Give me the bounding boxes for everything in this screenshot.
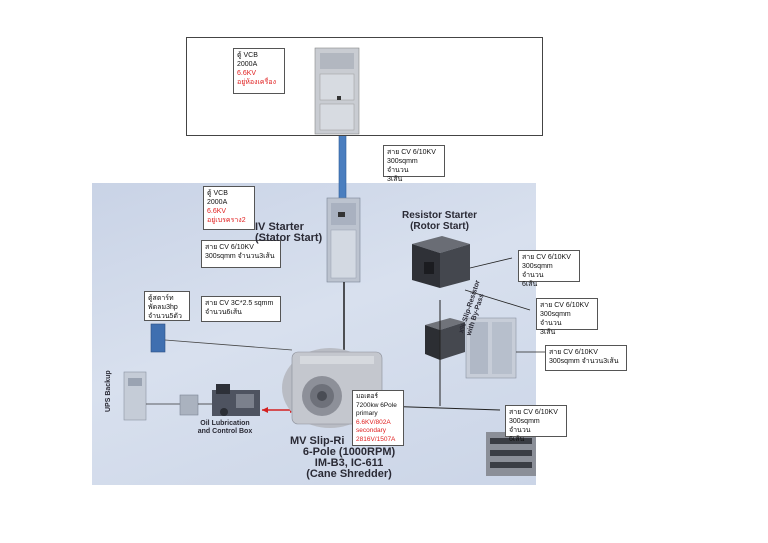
top-vcb-callout: ตู้ VCB 2000A 6.6KV อยู่ห้องเครื่อง — [233, 48, 285, 94]
resistor-cable-2-line2: 300sqmm จำนวน — [540, 311, 571, 327]
mv-starter-label-2: (Stator Start) — [255, 232, 323, 244]
stator-cable-line1: สาย CV 6/10KV — [205, 244, 254, 251]
resistor-starter-label: Resistor Starter (Rotor Start) — [402, 210, 477, 232]
bottom-right-equipment-shape — [486, 432, 536, 476]
motor-spec: 7200kw 6Pole — [356, 401, 397, 409]
top-vcb-rating: 2000A — [237, 61, 258, 68]
lower-vcb-rating: 2000A — [207, 199, 228, 206]
oil-unit-label-2: and Control Box — [197, 428, 253, 435]
ups-cabinet-shape — [123, 371, 147, 421]
oil-unit-label-1: Oil Lubrication — [200, 420, 250, 427]
mv-starter-label-1: IV Starter — [255, 221, 304, 233]
motor-label: MV Slip-Ri 6-Pole (1000RPM) IM-B3, IC-61… — [280, 436, 418, 480]
control-cabinet-callout: ตู้สตาร์ท พัดลม3hp จำนวน5ตัว — [144, 291, 190, 321]
resistor-starter-label-2: (Rotor Start) — [410, 221, 469, 232]
lower-vcb-title: ตู้ VCB — [207, 190, 228, 197]
ups-label: UPS Backup — [105, 370, 112, 412]
control-cabinet-line3: จำนวน5ตัว — [148, 313, 182, 320]
stator-cable-line2: 300sqmm จำนวน3เส้น — [205, 253, 275, 260]
lower-vcb-location: อยู่เบรคราง2 — [207, 217, 246, 224]
top-vcb-location: อยู่ห้องเครื่อง — [237, 79, 276, 86]
junction-box-shape — [179, 394, 199, 416]
motor-label-2: 6-Pole (1000RPM) — [302, 446, 396, 458]
motor-title: มอเตอร์ — [356, 393, 379, 400]
oil-unit-label: Oil Lubrication and Control Box — [190, 420, 260, 436]
main-cable-line3: 3เส้น — [387, 176, 403, 183]
bypass-cable-line2: 300sqmm จำนวน3เส้น — [549, 358, 619, 365]
motor-spec-callout: มอเตอร์ 7200kw 6Pole primary 6.6KV/802A … — [352, 390, 404, 446]
control-cabinet-line2: พัดลม3hp — [148, 304, 178, 311]
motor-label-4: (Cane Shredder) — [306, 468, 392, 480]
motor-cable-callout: สาย CV 6/10KV 300sqmm จำนวน 6เส้น — [505, 405, 567, 443]
mv-starter-label: IV Starter (Stator Start) — [255, 222, 322, 244]
main-cable-callout: สาย CV 6/10KV 300sqmm จำนวน 3เส้น — [383, 145, 445, 183]
main-cable-line1: สาย CV 6/10KV — [387, 149, 436, 156]
resistor-cable-1-line3: 6เส้น — [522, 281, 538, 288]
resistor-cable-1-line1: สาย CV 6/10KV — [522, 254, 571, 261]
control-cable-line1: สาย CV 3C*2.5 sqmm — [205, 300, 274, 307]
control-cabinet-shape — [150, 323, 166, 353]
resistor-cable-1-callout: สาย CV 6/10KV 300sqmm จำนวน 6เส้น — [518, 250, 580, 288]
motor-cable-line2: 300sqmm จำนวน — [509, 418, 540, 434]
top-vcb-title: ตู้ VCB — [237, 52, 258, 59]
motor-primary-label: primary — [356, 410, 378, 417]
motor-secondary-label: secondary — [356, 427, 386, 434]
motor-label-3: IM-B3, IC-611 — [314, 457, 384, 469]
lower-vcb-callout: ตู้ VCB 2000A 6.6KV อยู่เบรคราง2 — [203, 186, 255, 230]
oil-unit-shape — [212, 384, 260, 416]
control-cable-line2: จำนวน6เส้น — [205, 309, 242, 316]
resistor-starter-shape — [412, 236, 470, 288]
motor-primary-value: 6.6KV/802A — [356, 418, 391, 426]
bypass-cable-callout: สาย CV 6/10KV 300sqmm จำนวน3เส้น — [545, 345, 627, 371]
slip-resistor-shape — [425, 317, 517, 379]
motor-secondary-value: 2816V/1507A — [356, 435, 396, 443]
resistor-cable-2-line3: 3เส้น — [540, 329, 556, 336]
stator-cable-callout: สาย CV 6/10KV 300sqmm จำนวน3เส้น — [201, 240, 281, 268]
motor-label-1: MV Slip-Ri — [290, 435, 345, 447]
control-cable-callout: สาย CV 3C*2.5 sqmm จำนวน6เส้น — [201, 296, 281, 322]
bypass-cable-line1: สาย CV 6/10KV — [549, 349, 598, 356]
motor-cable-line3: 6เส้น — [509, 436, 525, 443]
main-cable-line2: 300sqmm จำนวน — [387, 158, 418, 174]
stator-cabinet-shape — [326, 197, 361, 283]
resistor-starter-label-1: Resistor Starter — [402, 210, 478, 221]
motor-cable-line1: สาย CV 6/10KV — [509, 409, 558, 416]
resistor-cable-2-line1: สาย CV 6/10KV — [540, 302, 589, 309]
lower-vcb-voltage: 6.6KV — [207, 208, 227, 215]
control-cabinet-line1: ตู้สตาร์ท — [148, 295, 174, 302]
resistor-cable-2-callout: สาย CV 6/10KV 300sqmm จำนวน 3เส้น — [536, 298, 598, 336]
top-vcb-voltage: 6.6KV — [237, 70, 257, 77]
resistor-cable-1-line2: 300sqmm จำนวน — [522, 263, 553, 279]
